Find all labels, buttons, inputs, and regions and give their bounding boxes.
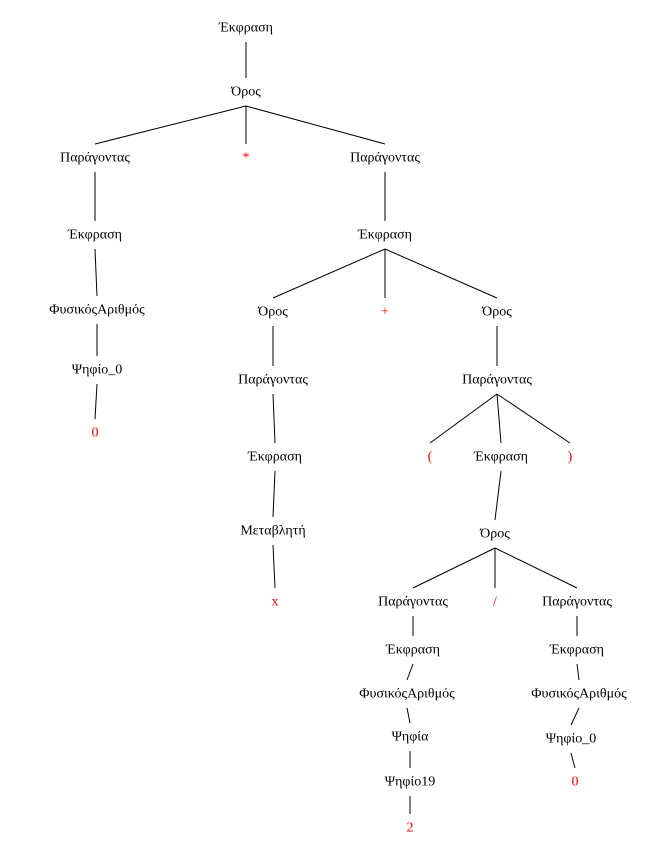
tree-edge — [94, 383, 98, 420]
terminal-node: 0 — [92, 426, 99, 441]
tree-edge — [570, 707, 580, 726]
terminal-node: * — [243, 151, 250, 166]
tree-edge — [272, 248, 386, 299]
terminal-node: ) — [568, 450, 573, 465]
nonterminal-node: Έκφραση — [67, 228, 122, 243]
tree-edge — [94, 105, 247, 145]
tree-edge — [494, 470, 502, 521]
nonterminal-node: Ψηφίο19 — [385, 775, 436, 790]
parse-tree-edges — [94, 42, 580, 814]
terminal-node: 2 — [407, 821, 414, 836]
terminal-node: / — [493, 595, 497, 610]
nonterminal-node: Έκφραση — [549, 643, 604, 658]
nonterminal-node: Όρος — [481, 305, 512, 320]
nonterminal-node: Όρος — [479, 527, 510, 542]
nonterminal-node: Παράγοντας — [60, 151, 130, 166]
nonterminal-node: ΦυσικόςΑριθμός — [359, 687, 455, 702]
tree-edge — [406, 707, 411, 724]
tree-edge — [245, 105, 386, 145]
terminal-node: + — [381, 305, 389, 320]
nonterminal-node: Ψηφίο_0 — [546, 732, 597, 747]
tree-edge — [272, 470, 276, 518]
tree-edge — [412, 547, 496, 589]
tree-edge — [570, 752, 576, 769]
nonterminal-node: Ψηφία — [392, 730, 429, 745]
tree-edge — [576, 663, 580, 681]
tree-edge — [406, 663, 414, 681]
tree-edge — [94, 248, 98, 297]
tree-edge — [272, 393, 276, 444]
tree-edge — [494, 547, 578, 589]
nonterminal-node: Παράγοντας — [542, 595, 612, 610]
nonterminal-node: Έκφραση — [247, 450, 302, 465]
tree-edge — [496, 393, 502, 444]
nonterminal-node: Έκφραση — [385, 643, 440, 658]
nonterminal-node: ΦυσικόςΑριθμός — [49, 303, 145, 318]
nonterminal-node: Έκφραση — [357, 228, 412, 243]
tree-edge — [384, 248, 498, 299]
nonterminal-node: Ψηφίο_0 — [72, 363, 123, 378]
tree-edge — [272, 544, 276, 589]
nonterminal-node: Μεταβλητή — [240, 524, 305, 539]
nonterminal-node: ΦυσικόςΑριθμός — [531, 687, 627, 702]
terminal-node: ( — [428, 450, 433, 465]
nonterminal-node: Έκφραση — [473, 450, 528, 465]
terminal-node: x — [272, 595, 279, 610]
nonterminal-node: Έκφραση — [218, 21, 273, 36]
terminal-node: 0 — [572, 775, 579, 790]
nonterminal-node: Παράγοντας — [238, 373, 308, 388]
tree-edge — [429, 393, 498, 444]
tree-edge — [496, 393, 571, 444]
nonterminal-node: Παράγοντας — [462, 373, 532, 388]
parse-tree-nodes: ΈκφρασηΌροςΠαράγοντας*ΠαράγονταςΈκφρασηΦ… — [49, 21, 627, 836]
nonterminal-node: Όρος — [257, 305, 288, 320]
nonterminal-node: Όρος — [230, 85, 261, 100]
nonterminal-node: Παράγοντας — [378, 595, 448, 610]
nonterminal-node: Παράγοντας — [350, 151, 420, 166]
